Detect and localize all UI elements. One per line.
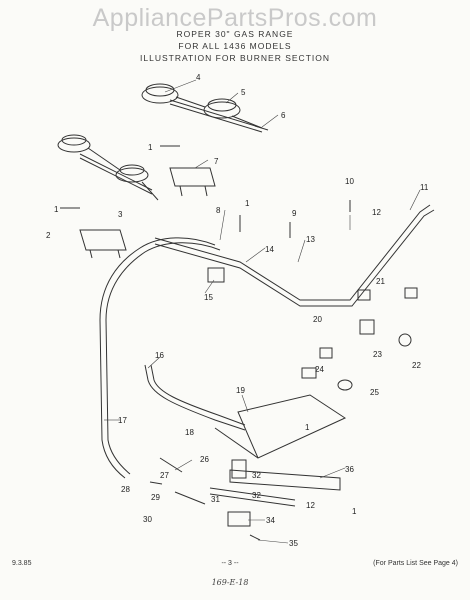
leader-lines (104, 79, 421, 544)
rear-burner-assembly (141, 83, 269, 133)
callout-label: 18 (185, 428, 194, 437)
callout-label: 8 (216, 206, 221, 215)
callout-label: 25 (370, 388, 379, 397)
callout-label: 20 (313, 315, 322, 324)
callout-label: 30 (143, 515, 152, 524)
callout-label: 22 (412, 361, 421, 370)
heat-deflector-plate (214, 394, 347, 459)
footer-page-number: -- 3 -- (221, 560, 239, 567)
callout-label: 26 (200, 455, 209, 464)
callout-label: 1 (245, 199, 250, 208)
callout-label: 1 (148, 143, 153, 152)
footer-handwritten-code: 169-E-18 (211, 578, 249, 587)
callout-label: 19 (236, 386, 245, 395)
header-line-1: ROPER 30" GAS RANGE (176, 29, 294, 39)
callout-label: 3 (118, 210, 123, 219)
footer-parts-list-note: (For Parts List See Page 4) (373, 560, 458, 567)
front-burner-assembly (57, 134, 159, 201)
screw-marks (60, 145, 351, 541)
callout-label: 2 (46, 231, 51, 240)
callout-label: 24 (315, 365, 324, 374)
callout-label: 1 (352, 507, 357, 516)
oven-burner-assembly (174, 459, 341, 527)
footer-date: 9.3.85 (12, 560, 32, 567)
callout-label: 34 (266, 516, 275, 525)
callout-numbers: 4 5 6 1 7 1 3 2 8 1 9 10 11 12 13 14 15 … (46, 73, 429, 548)
callout-label: 9 (292, 209, 297, 218)
header-line-3: ILLUSTRATION FOR BURNER SECTION (140, 53, 330, 63)
callout-label: 12 (372, 208, 381, 217)
callout-label: 28 (121, 485, 130, 494)
callout-label: 10 (345, 177, 354, 186)
callout-label: 32 (252, 471, 261, 480)
callout-label: 6 (281, 111, 286, 120)
callout-label: 4 (196, 73, 201, 82)
callout-label: 29 (151, 493, 160, 502)
callout-label: 13 (306, 235, 315, 244)
callout-label: 27 (160, 471, 169, 480)
callout-label: 32 (252, 491, 261, 500)
callout-label: 36 (345, 465, 354, 474)
callout-label: 7 (214, 157, 219, 166)
callout-label: 23 (373, 350, 382, 359)
callout-label: 35 (289, 539, 298, 548)
callout-label: 1 (305, 423, 310, 432)
callout-label: 11 (420, 183, 429, 192)
callout-label: 1 (54, 205, 59, 214)
callout-label: 14 (265, 245, 274, 254)
gas-supply-line (99, 237, 246, 479)
manifold-pipe (154, 204, 435, 307)
burner-brackets (79, 167, 216, 259)
callout-label: 31 (211, 495, 220, 504)
callout-label: 15 (204, 293, 213, 302)
callout-label: 5 (241, 88, 246, 97)
valve-fittings (207, 267, 418, 391)
callout-label: 21 (376, 277, 385, 286)
header-line-2: FOR ALL 1436 MODELS (178, 41, 292, 51)
watermark: AppliancePartsPros.com (92, 4, 378, 32)
callout-label: 17 (118, 416, 127, 425)
diagram-header: ROPER 30" GAS RANGE FOR ALL 1436 MODELS … (0, 28, 470, 64)
callout-label: 16 (155, 351, 164, 360)
callout-label: 12 (306, 501, 315, 510)
